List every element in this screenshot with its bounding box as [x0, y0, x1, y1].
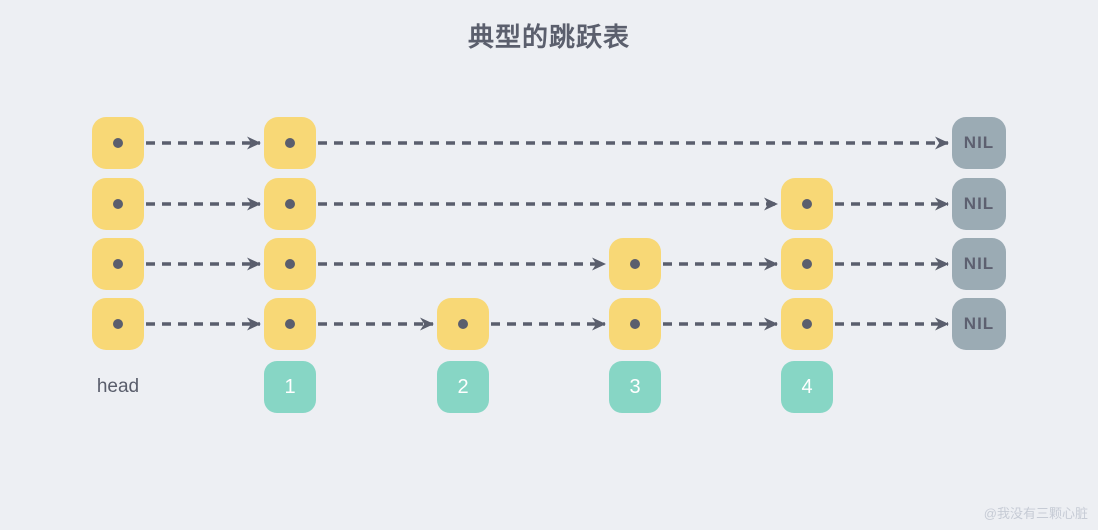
- nil-node-level-4: NIL: [952, 117, 1006, 169]
- node-dot-icon: [113, 319, 123, 329]
- node-dot-icon: [113, 259, 123, 269]
- node-dot-icon: [802, 319, 812, 329]
- head-node-level-1: [92, 298, 144, 350]
- index-label-3: 3: [609, 361, 661, 413]
- node-dot-icon: [630, 259, 640, 269]
- node-3-level-2: [609, 238, 661, 290]
- index-label-2: 2: [437, 361, 489, 413]
- nil-node-level-1: NIL: [952, 298, 1006, 350]
- node-dot-icon: [113, 199, 123, 209]
- head-node-level-2: [92, 238, 144, 290]
- node-dot-icon: [285, 138, 295, 148]
- node-1-level-3: [264, 178, 316, 230]
- node-dot-icon: [802, 199, 812, 209]
- head-label: head: [96, 376, 140, 397]
- node-dot-icon: [285, 319, 295, 329]
- head-node-level-4: [92, 117, 144, 169]
- node-dot-icon: [458, 319, 468, 329]
- node-1-level-1: [264, 298, 316, 350]
- figure-title: 典型的跳跃表: [467, 22, 630, 52]
- node-1-level-4: [264, 117, 316, 169]
- node-4-level-3: [781, 178, 833, 230]
- index-label-1: 1: [264, 361, 316, 413]
- node-3-level-1: [609, 298, 661, 350]
- node-dot-icon: [113, 138, 123, 148]
- nil-node-level-2: NIL: [952, 238, 1006, 290]
- node-4-level-1: [781, 298, 833, 350]
- watermark-credit: @我没有三颗心脏: [983, 506, 1088, 521]
- node-1-level-2: [264, 238, 316, 290]
- node-4-level-2: [781, 238, 833, 290]
- node-dot-icon: [285, 199, 295, 209]
- node-dot-icon: [802, 259, 812, 269]
- node-2-level-1: [437, 298, 489, 350]
- index-label-4: 4: [781, 361, 833, 413]
- head-node-level-3: [92, 178, 144, 230]
- node-dot-icon: [285, 259, 295, 269]
- node-dot-icon: [630, 319, 640, 329]
- nil-node-level-3: NIL: [952, 178, 1006, 230]
